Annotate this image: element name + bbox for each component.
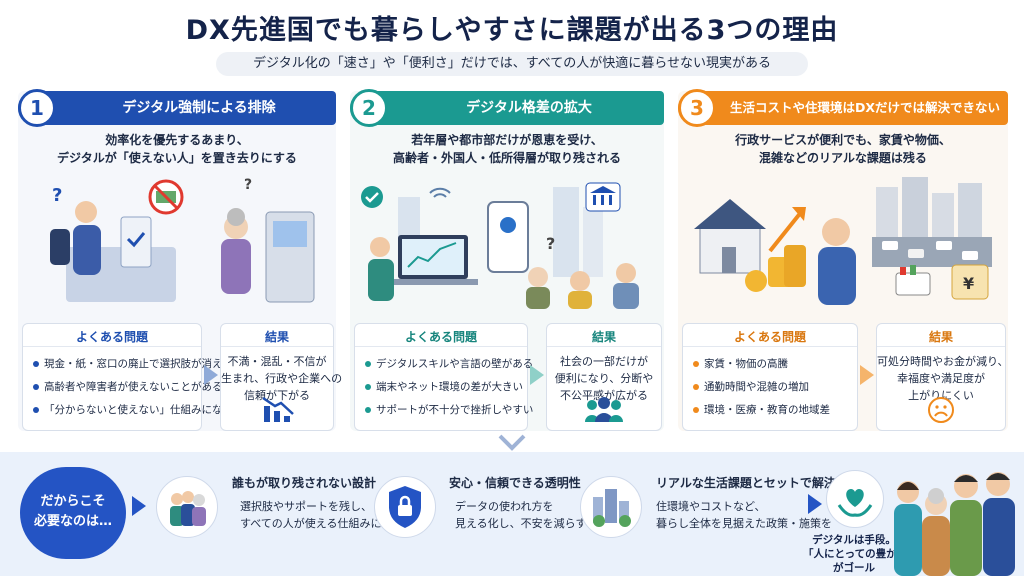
question-icon: ? bbox=[52, 185, 62, 206]
wifi-icon bbox=[429, 187, 451, 198]
page-title: DX先進国でも暮らしやすさに課題が出る3つの理由 bbox=[185, 15, 839, 46]
issues-box: よくある問題 デジタルスキルや言語の壁がある 端末やネット環境の差が大きい サポ… bbox=[354, 323, 533, 431]
solution-title: 安心・信頼できる透明性 bbox=[449, 476, 581, 490]
issue-list: デジタルスキルや言語の壁がある 端末やネット環境の差が大きい サポートが不十分で… bbox=[355, 347, 533, 422]
issue-list: 現金・紙・窓口の廃止で選択肢が消える 高齢者や障害者が使えないことがある 「分か… bbox=[23, 347, 233, 422]
result-box: 結果 可処分時間やお金が減り、 幸福度や満足度が 上がりにくい bbox=[876, 323, 1009, 431]
people-icon bbox=[585, 397, 623, 422]
solution-desc: データの使われ方を 見える化し、不安を減らす bbox=[455, 500, 587, 530]
number-badge: 2 bbox=[350, 89, 388, 127]
list-item: 高齢者や障害者が使えないことがある bbox=[33, 376, 223, 399]
list-item: 環境・医療・教育の地域差 bbox=[693, 399, 857, 422]
reason-column-3: 3 生活コストや住環境はDXだけでは解決できない 行政サービスが便利でも、家賃や… bbox=[678, 89, 1009, 431]
result-text: 社会の一部だけが 便利になり、分断や 不公平感が広がる bbox=[554, 355, 654, 402]
heart-hands-icon bbox=[826, 470, 884, 528]
reason-description: 効率化を優先するあまり、 デジタルが「使えない人」を置き去りにする bbox=[57, 133, 297, 165]
no-cash-icon bbox=[148, 179, 184, 215]
list-item: 家賃・物価の高騰 bbox=[693, 353, 857, 376]
list-item: サポートが不十分で挫折しやすい bbox=[365, 399, 533, 422]
city-icon bbox=[580, 476, 642, 538]
reason-column-2: 2 デジタル格差の拡大 若年層や都市部だけが恩恵を受け、 高齢者・外国人・低所得… bbox=[350, 89, 664, 431]
shield-lock-icon bbox=[374, 476, 436, 538]
reason-heading: デジタル強制による排除 bbox=[122, 100, 276, 116]
digital-divide-illustration: ? bbox=[361, 182, 639, 309]
reason-column-1: 1 デジタル強制による排除 効率化を優先するあまり、 デジタルが「使えない人」を… bbox=[18, 89, 343, 431]
result-label: 結果 bbox=[547, 324, 661, 347]
result-label: 結果 bbox=[221, 324, 333, 347]
issues-label: よくある問題 bbox=[683, 324, 857, 347]
reason-banner-2: 2 デジタル格差の拡大 bbox=[350, 89, 664, 127]
issues-box: よくある問題 家賃・物価の高騰 通勤時間や混雑の増加 環境・医療・教育の地域差 bbox=[682, 323, 858, 431]
number-badge: 3 bbox=[678, 89, 716, 127]
happy-people-illustration bbox=[894, 472, 1015, 576]
list-item: 端末やネット環境の差が大きい bbox=[365, 376, 527, 399]
list-item: デジタルスキルや言語の壁がある bbox=[365, 353, 533, 376]
result-box: 結果 不満・混乱・不信が 生まれ、行政や企業への 信頼が下がる bbox=[220, 323, 343, 431]
arrow-right-icon bbox=[132, 496, 146, 516]
solution-desc: 住環境やコストなど、 暮らし全体を見据えた政策・施策を bbox=[656, 500, 832, 530]
yen-tag-icon: ¥ bbox=[951, 264, 989, 300]
checkmark-icon bbox=[361, 186, 383, 208]
reason-description: 行政サービスが便利でも、家賃や物価、 混雑などのリアルな課題は残る bbox=[735, 133, 951, 165]
question-icon: ? bbox=[244, 177, 252, 193]
result-text: 可処分時間やお金が減り、 幸福度や満足度が 上がりにくい bbox=[877, 355, 1009, 402]
solution-title: 誰もが取り残されない設計 bbox=[232, 476, 377, 490]
reason-banner-1: 1 デジタル強制による排除 bbox=[18, 89, 336, 127]
list-item: 「分からないと使えない」仕組みになる bbox=[33, 399, 233, 422]
result-text: 不満・混乱・不信が 生まれ、行政や企業への 信頼が下がる bbox=[221, 355, 343, 402]
arrow-up-icon bbox=[768, 207, 806, 253]
issues-box: よくある問題 現金・紙・窓口の廃止で選択肢が消える 高齢者や障害者が使えないこと… bbox=[22, 323, 233, 431]
issues-label: よくある問題 bbox=[23, 324, 201, 347]
solution-title: リアルな生活課題とセットで解決 bbox=[656, 476, 836, 490]
chart-down-icon bbox=[262, 396, 294, 422]
result-box: 結果 社会の一部だけが 便利になり、分断や 不公平感が広がる bbox=[546, 323, 662, 431]
list-item: 通勤時間や混雑の増加 bbox=[693, 376, 857, 399]
goal-text: デジタルは手段。 「人にとっての豊かさ」 がゴール bbox=[803, 534, 918, 574]
inclusive-people-icon bbox=[156, 476, 218, 538]
page-subtitle: デジタル化の「速さ」や「便利さ」だけでは、すべての人が快適に暮らせない現実がある bbox=[216, 52, 808, 76]
issues-label: よくある問題 bbox=[355, 324, 527, 347]
reason-description: 若年層や都市部だけが恩恵を受け、 高齢者・外国人・低所得層が取り残される bbox=[392, 133, 621, 165]
reason-heading: デジタル格差の拡大 bbox=[466, 100, 592, 116]
living-cost-illustration: ¥ bbox=[694, 177, 992, 305]
lead-circle: だからこそ 必要なのは… bbox=[20, 467, 126, 559]
bank-icon bbox=[585, 182, 621, 212]
chevron-down-icon bbox=[498, 434, 526, 451]
arrow-right-icon bbox=[530, 365, 544, 385]
result-label: 結果 bbox=[877, 324, 1005, 347]
solution-desc: 選択肢やサポートを残し、 すべての人が使える仕組みに bbox=[240, 500, 382, 530]
reason-banner-3: 3 生活コストや住環境はDXだけでは解決できない bbox=[678, 89, 1008, 127]
reason-heading: 生活コストや住環境はDXだけでは解決できない bbox=[729, 100, 1000, 115]
question-icon: ? bbox=[546, 234, 555, 253]
arrow-right-icon bbox=[860, 365, 874, 385]
kiosk-exclusion-illustration: ? ? bbox=[50, 177, 315, 303]
issue-list: 家賃・物価の高騰 通勤時間や混雑の増加 環境・医療・教育の地域差 bbox=[683, 347, 857, 422]
arrow-right-icon bbox=[808, 494, 822, 514]
sad-face-icon bbox=[928, 397, 954, 423]
number-badge: 1 bbox=[18, 89, 56, 127]
list-item: 現金・紙・窓口の廃止で選択肢が消える bbox=[33, 353, 233, 376]
arrow-right-icon bbox=[204, 365, 218, 385]
svg-text:¥: ¥ bbox=[963, 274, 974, 293]
